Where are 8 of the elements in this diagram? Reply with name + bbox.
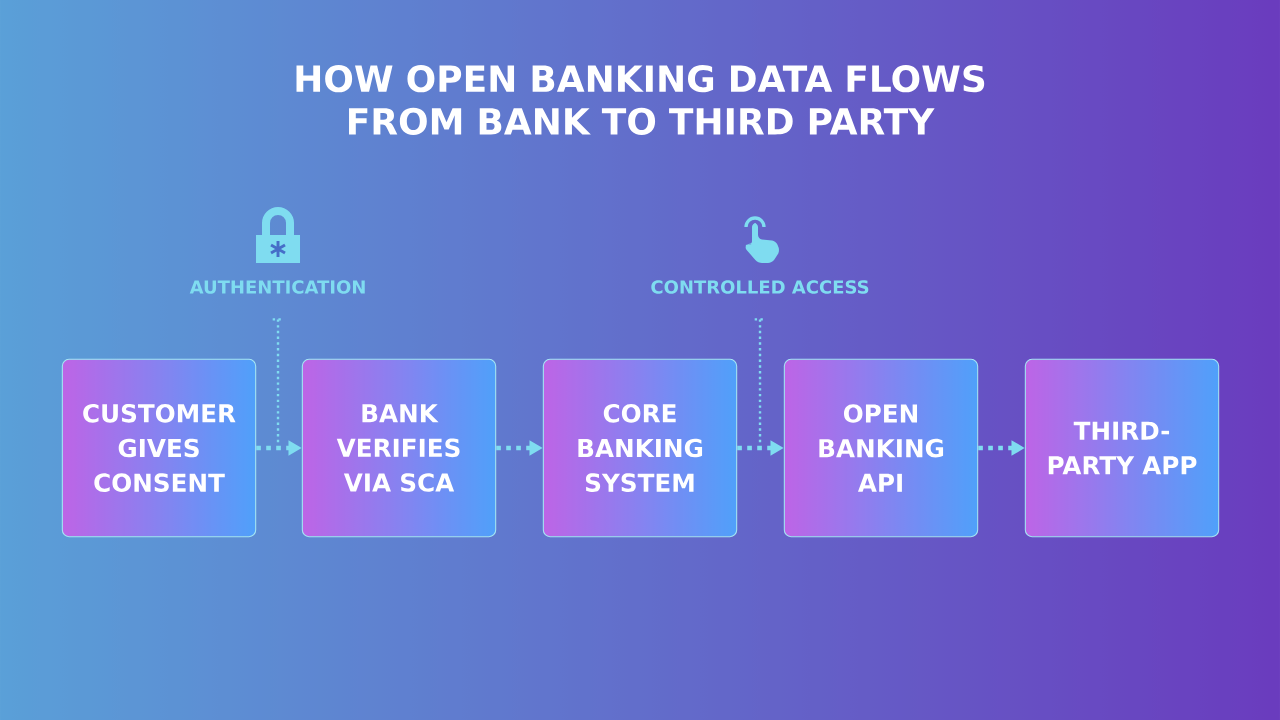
annotation-label: CONTROLLED ACCESS xyxy=(651,280,869,294)
annotation-label: AUTHENTICATION xyxy=(189,280,365,294)
process-box: THIRD-PARTY APP xyxy=(1024,358,1220,538)
title: HOW OPEN BANKING DATA FLOWS FROM BANK TO THIRD PARTY xyxy=(296,65,985,135)
process-box: OPEN BANKING API xyxy=(783,358,979,538)
process-box: CUSTOMER GIVES CONSENT xyxy=(61,358,257,538)
process-box: CORE BANKING SYSTEM xyxy=(542,358,738,538)
process-box: BANK VERIFIES VIA SCA xyxy=(301,358,497,538)
